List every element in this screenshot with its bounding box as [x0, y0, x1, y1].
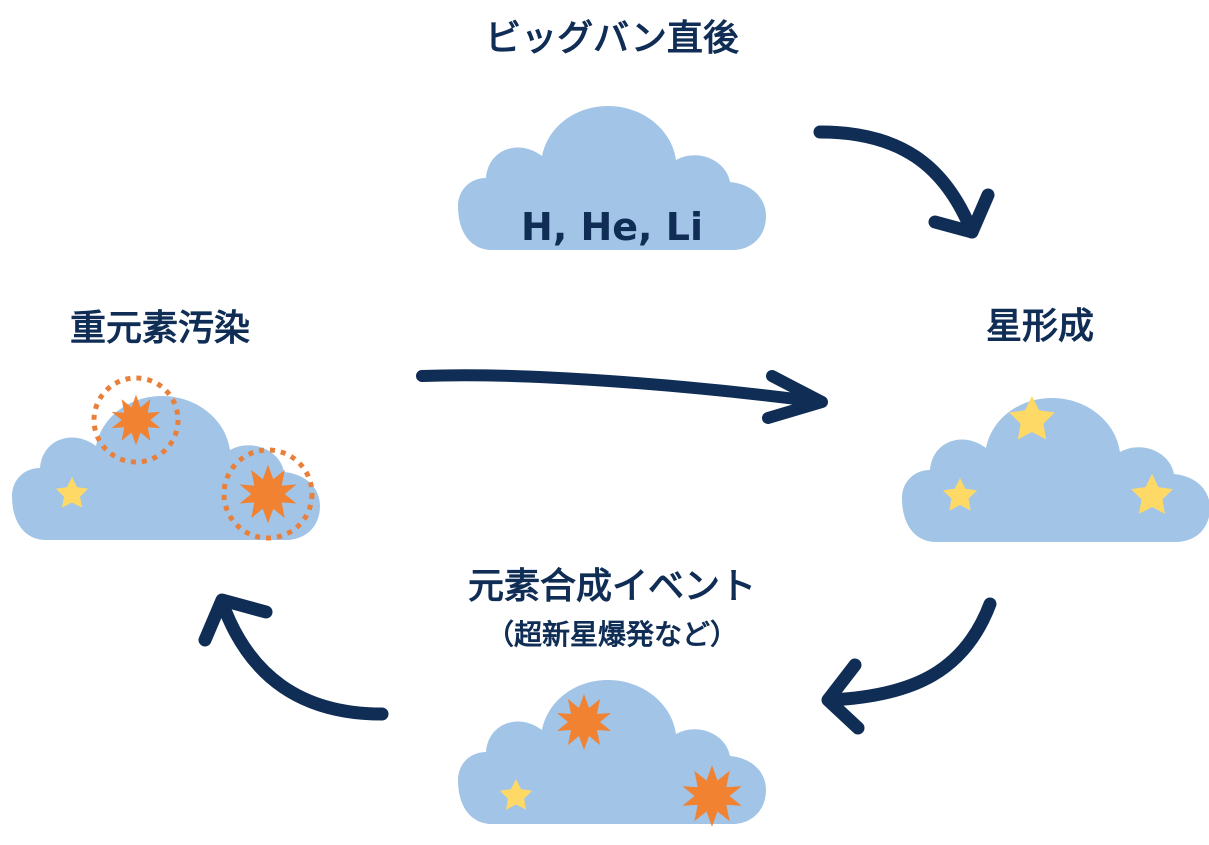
- curved-arrow-icon: [823, 597, 997, 707]
- dotted-ring-icon: [91, 375, 181, 465]
- cloud-icon: [902, 398, 1209, 542]
- arrow-synthesis-to-pollution: [198, 593, 389, 721]
- star-formation-title: 星形成: [986, 306, 1094, 347]
- pollution-title: 重元素汚染: [70, 308, 250, 349]
- arrowhead-icon: [762, 370, 828, 424]
- big-bang-title: ビッグバン直後: [485, 18, 740, 59]
- synthesis-title: 元素合成イベント: [468, 566, 756, 607]
- arrowhead-icon: [198, 593, 273, 647]
- curved-arrow-icon: [813, 125, 979, 239]
- dotted-ring-icon: [221, 447, 315, 541]
- arrow-pollution-to-star: [416, 369, 828, 424]
- arrowhead-icon: [821, 658, 865, 735]
- stage-pollution: 重元素汚染: [12, 308, 320, 541]
- cloud-icon: [12, 396, 320, 540]
- stage-big-bang: ビッグバン直後 H, He, Li: [458, 18, 766, 250]
- curved-arrow-icon: [215, 595, 389, 721]
- arrow-star-to-synthesis: [821, 597, 997, 735]
- synthesis-subtitle: （超新星爆発など）: [486, 618, 738, 651]
- big-bang-content: H, He, Li: [521, 205, 703, 249]
- straight-arrow-icon: [416, 369, 826, 408]
- arrowhead-icon: [928, 188, 995, 239]
- stage-synthesis: 元素合成イベント （超新星爆発など）: [458, 566, 766, 827]
- arrow-bigbang-to-star: [813, 125, 995, 239]
- stage-star-formation: 星形成: [902, 306, 1209, 542]
